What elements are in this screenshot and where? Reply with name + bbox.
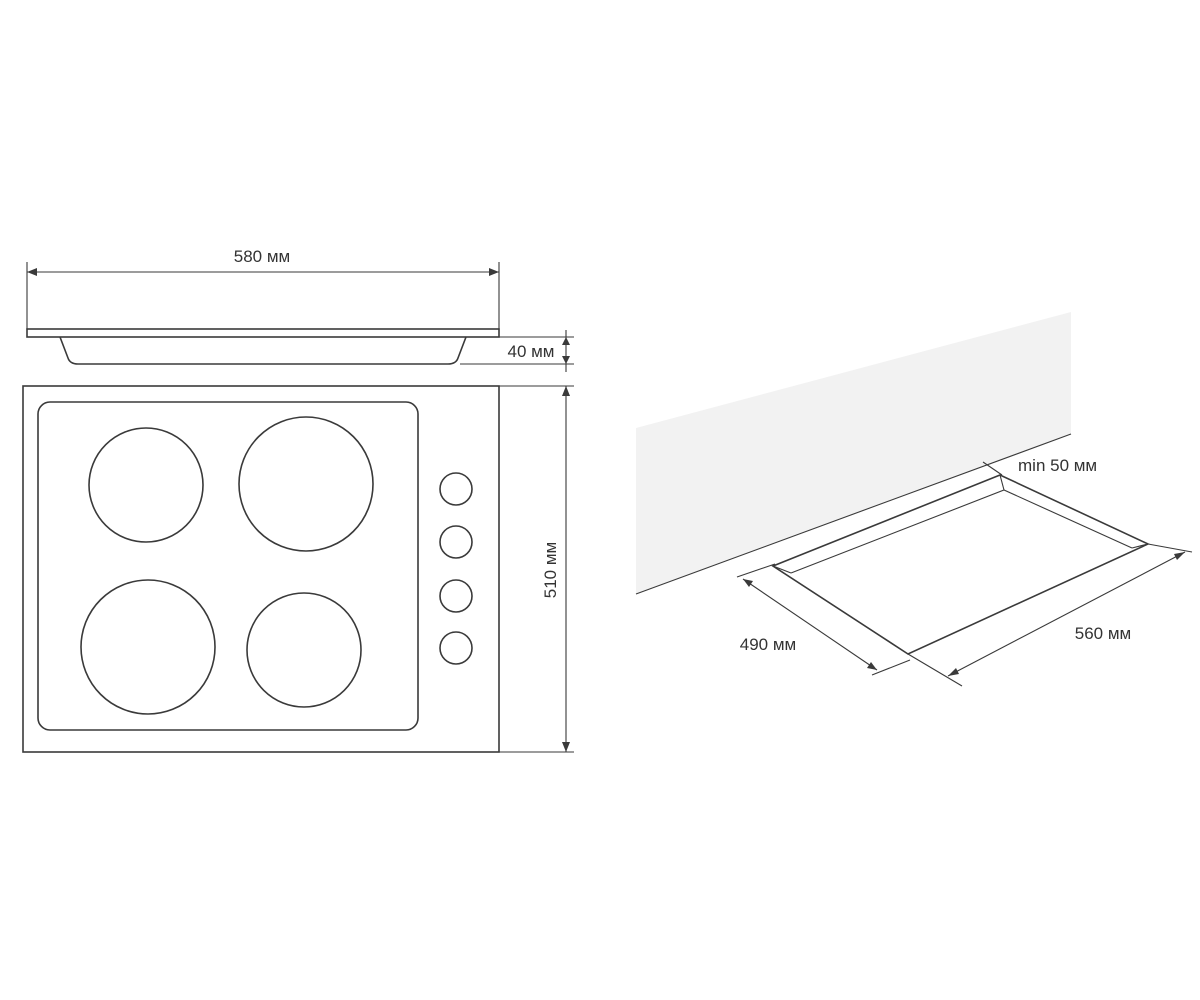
hotplate-front-right [246,592,362,708]
hob-outline [22,385,500,753]
cutout-depth-label: 490 мм [740,635,796,654]
depth-dimension: 40 мм [460,330,574,372]
control-knob-3 [439,579,473,613]
hob-top-view [22,385,500,753]
cutout-depth-dimension: 490 мм [736,563,911,676]
cutout-width-label: 560 мм [1075,624,1131,643]
min-gap-dimension: min 50 мм [982,456,1097,476]
wall-surface [636,312,1071,594]
control-knob-1 [439,472,473,506]
hotplate-front-left [80,579,216,715]
height-label: 510 мм [541,542,560,598]
wall [635,312,1072,595]
hotplate-rear-right [238,416,374,552]
cutout-width-dimension: 560 мм [907,543,1193,687]
control-knob-4 [439,631,473,665]
hotplate-rear-left [88,427,204,543]
depth-label: 40 мм [507,342,554,361]
hob-side-tray [59,336,467,365]
hob-side-plate [26,328,500,338]
width-dimension: 580 мм [26,247,500,330]
width-label: 580 мм [234,247,290,266]
hob-side-view [26,328,500,365]
min-gap-label: min 50 мм [1018,456,1097,475]
hob-glass-panel [37,401,419,731]
height-dimension: 510 мм [499,385,574,753]
control-knob-2 [439,525,473,559]
